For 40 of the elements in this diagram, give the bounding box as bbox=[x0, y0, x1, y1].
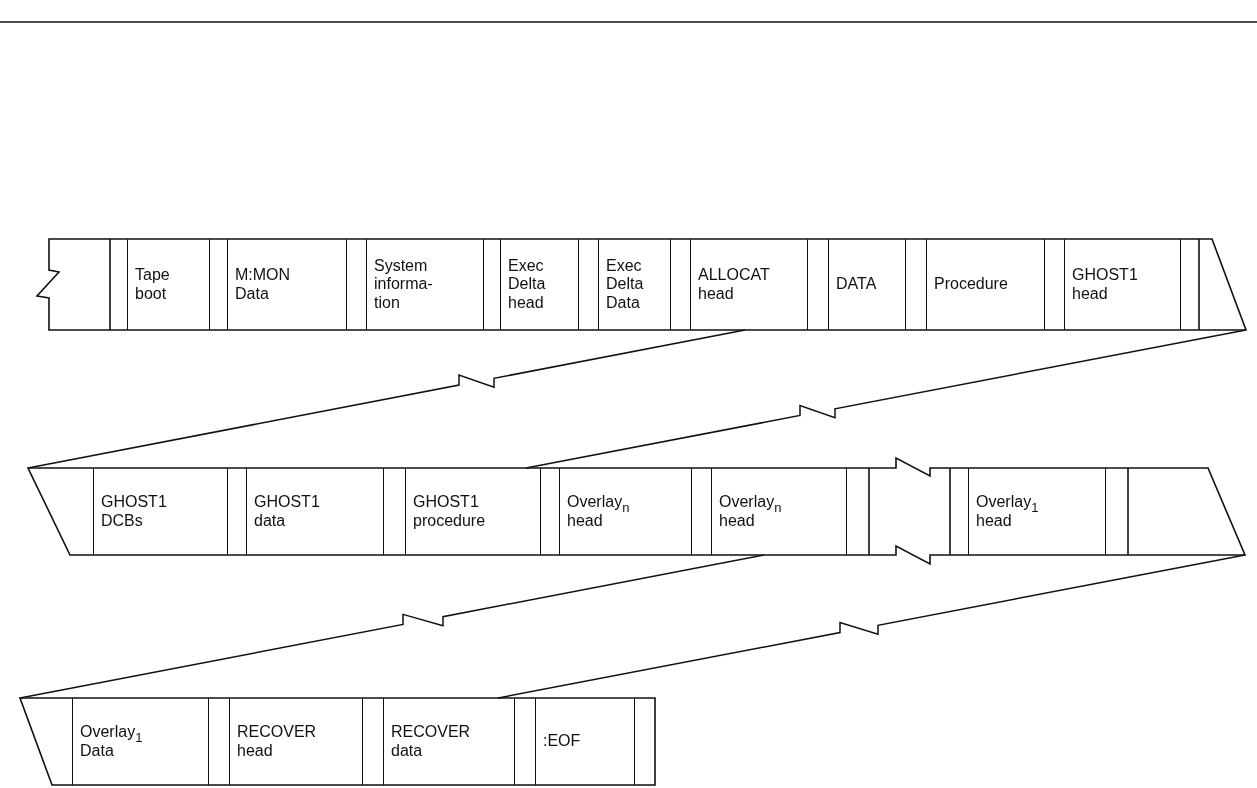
tape-record bbox=[711, 468, 847, 555]
tape-record bbox=[93, 468, 228, 555]
record-label: M:MON Data bbox=[235, 266, 291, 303]
record-label: GHOST1 procedure bbox=[413, 493, 486, 530]
record-label: Overlay$_{n}$ head bbox=[719, 493, 782, 530]
tape-record bbox=[598, 239, 671, 330]
record-label: GHOST1 DCBs bbox=[101, 493, 167, 530]
tape-record bbox=[968, 468, 1106, 555]
record-label: Procedure bbox=[934, 275, 1008, 294]
tape-record bbox=[366, 239, 484, 330]
tape-record bbox=[828, 239, 906, 330]
tape-record bbox=[926, 239, 1045, 330]
record-label: Overlay$_{1}$ Data bbox=[80, 723, 143, 760]
tape-record bbox=[227, 239, 347, 330]
record-label: Exec Delta Data bbox=[606, 256, 644, 313]
tape-record bbox=[535, 698, 635, 785]
tape-record bbox=[405, 468, 541, 555]
record-label: Exec Delta head bbox=[508, 256, 546, 313]
record-label: Tape boot bbox=[135, 266, 170, 303]
record-label: Overlay$_{1}$ head bbox=[976, 493, 1039, 530]
record-label: System informa- tion bbox=[374, 256, 433, 313]
tape-record bbox=[229, 698, 363, 785]
tape-record bbox=[690, 239, 808, 330]
record-label: GHOST1 data bbox=[254, 493, 320, 530]
record-label: ALLOCAT head bbox=[698, 266, 770, 303]
record-label: RECOVER head bbox=[237, 723, 317, 760]
record-label: :EOF bbox=[543, 732, 581, 751]
tape-record bbox=[500, 239, 579, 330]
tape-strip bbox=[18, 697, 657, 786]
tape-record bbox=[1064, 239, 1181, 330]
tape-record bbox=[559, 468, 692, 555]
tape-record bbox=[127, 239, 210, 330]
record-label: DATA bbox=[836, 275, 877, 294]
tape-strip bbox=[37, 238, 1247, 331]
record-label: RECOVER data bbox=[391, 723, 471, 760]
record-label: Overlay$_{n}$ head bbox=[567, 493, 630, 530]
tape-record bbox=[72, 698, 209, 785]
tape-record bbox=[383, 698, 515, 785]
tape-record bbox=[246, 468, 384, 555]
record-label: GHOST1 head bbox=[1072, 266, 1138, 303]
